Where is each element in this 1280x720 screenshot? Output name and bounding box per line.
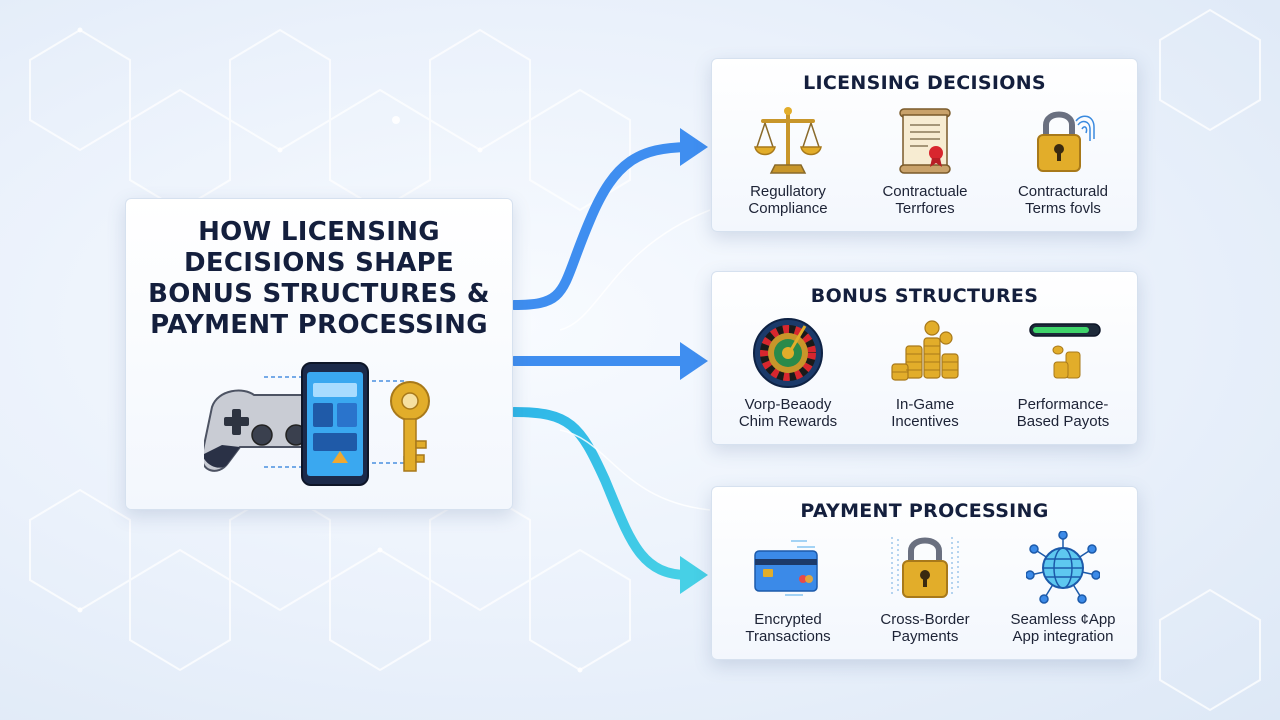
roulette-wheel-icon	[753, 318, 823, 388]
item-label-line: Contractuale	[882, 183, 968, 200]
item-label: Cross-Border Payments	[854, 611, 996, 645]
item-label: Vorp-Beaody Chim Rewards	[717, 396, 859, 430]
item-label-line: Cross-Border	[880, 611, 970, 628]
item-label: In-Game Incentives	[854, 396, 996, 430]
panel-item: Contracturald Terms fovls	[992, 99, 1134, 229]
panel-item: Encrypted Transactions	[717, 527, 859, 657]
item-label-line: Seamless ¢App	[1010, 611, 1116, 628]
main-title-line-2: DECISIONS SHAPE	[183, 248, 455, 278]
panel-title: PAYMENT PROCESSING	[800, 500, 1049, 522]
main-title-line-1: HOW LICENSING	[198, 217, 440, 247]
item-label-line: Terms fovls	[1025, 200, 1101, 217]
connector-payment	[509, 407, 708, 594]
gaming-devices-illustration	[204, 362, 430, 486]
item-label-line: Regullatory	[750, 183, 826, 200]
item-label-line: Contracturald	[1017, 183, 1109, 200]
item-label-line: Encrypted	[754, 611, 822, 628]
panel-bonus-structures: BONUS STRUCTURES Vorp-Beaody Chim Reward…	[711, 271, 1138, 445]
item-label-line: Chim Rewards	[738, 413, 838, 430]
item-label-line: Incentives	[891, 413, 959, 430]
scales-icon	[754, 107, 822, 174]
panel-title: BONUS STRUCTURES	[810, 285, 1039, 307]
credit-card-icon	[754, 540, 818, 596]
binary-padlock-icon	[891, 537, 959, 598]
item-label-line: Vorp-Beaody	[744, 396, 832, 413]
item-label-line: Based Payots	[1016, 413, 1110, 430]
item-label-line: Payments	[891, 628, 959, 645]
panel-item: Regullatory Compliance	[717, 99, 859, 229]
item-label-line: Performance-	[1017, 396, 1109, 413]
item-label: Regullatory Compliance	[717, 183, 859, 217]
item-label-line: App integration	[1012, 628, 1114, 645]
panel-item: Performance- Based Payots	[992, 312, 1134, 442]
panel-item: Cross-Border Payments	[854, 527, 996, 657]
main-title-card: HOW LICENSING DECISIONS SHAPE BONUS STRU…	[125, 198, 513, 510]
main-title: HOW LICENSING DECISIONS SHAPE BONUS STRU…	[126, 217, 512, 341]
panel-item: Vorp-Beaody Chim Rewards	[717, 312, 859, 442]
coin-stacks-icon	[891, 320, 959, 381]
panel-licensing-decisions: LICENSING DECISIONS Regullatory Complian…	[711, 58, 1138, 232]
connector-bonus	[509, 342, 708, 380]
padlock-fingerprint-icon	[1037, 111, 1095, 172]
panel-payment-processing: PAYMENT PROCESSING Encrypted Transaction…	[711, 486, 1138, 660]
item-label: Encrypted Transactions	[717, 611, 859, 645]
panel-title: LICENSING DECISIONS	[803, 72, 1046, 94]
item-label-line: In-Game	[895, 396, 955, 413]
contract-scroll-icon	[899, 108, 951, 174]
network-globe-icon	[1026, 531, 1100, 604]
main-title-line-4: PAYMENT PROCESSING	[150, 310, 488, 340]
item-label: Performance- Based Payots	[992, 396, 1134, 430]
panel-item: Contractuale Terrfores	[854, 99, 996, 229]
item-label-line: Compliance	[748, 200, 828, 217]
item-label: Contractuale Terrfores	[854, 183, 996, 217]
item-label-line: Terrfores	[895, 200, 955, 217]
panel-item: Seamless ¢App App integration	[992, 527, 1134, 657]
item-label: Contracturald Terms fovls	[992, 183, 1134, 217]
connector-licensing	[509, 128, 708, 310]
panel-item: In-Game Incentives	[854, 312, 996, 442]
golden-key-icon	[390, 381, 430, 472]
smartphone-icon	[301, 362, 369, 486]
progress-bar-coins-icon	[1029, 323, 1101, 379]
item-label-line: Transactions	[745, 628, 831, 645]
main-title-line-3: BONUS STRUCTURES &	[148, 279, 490, 309]
item-label: Seamless ¢App App integration	[992, 611, 1134, 645]
